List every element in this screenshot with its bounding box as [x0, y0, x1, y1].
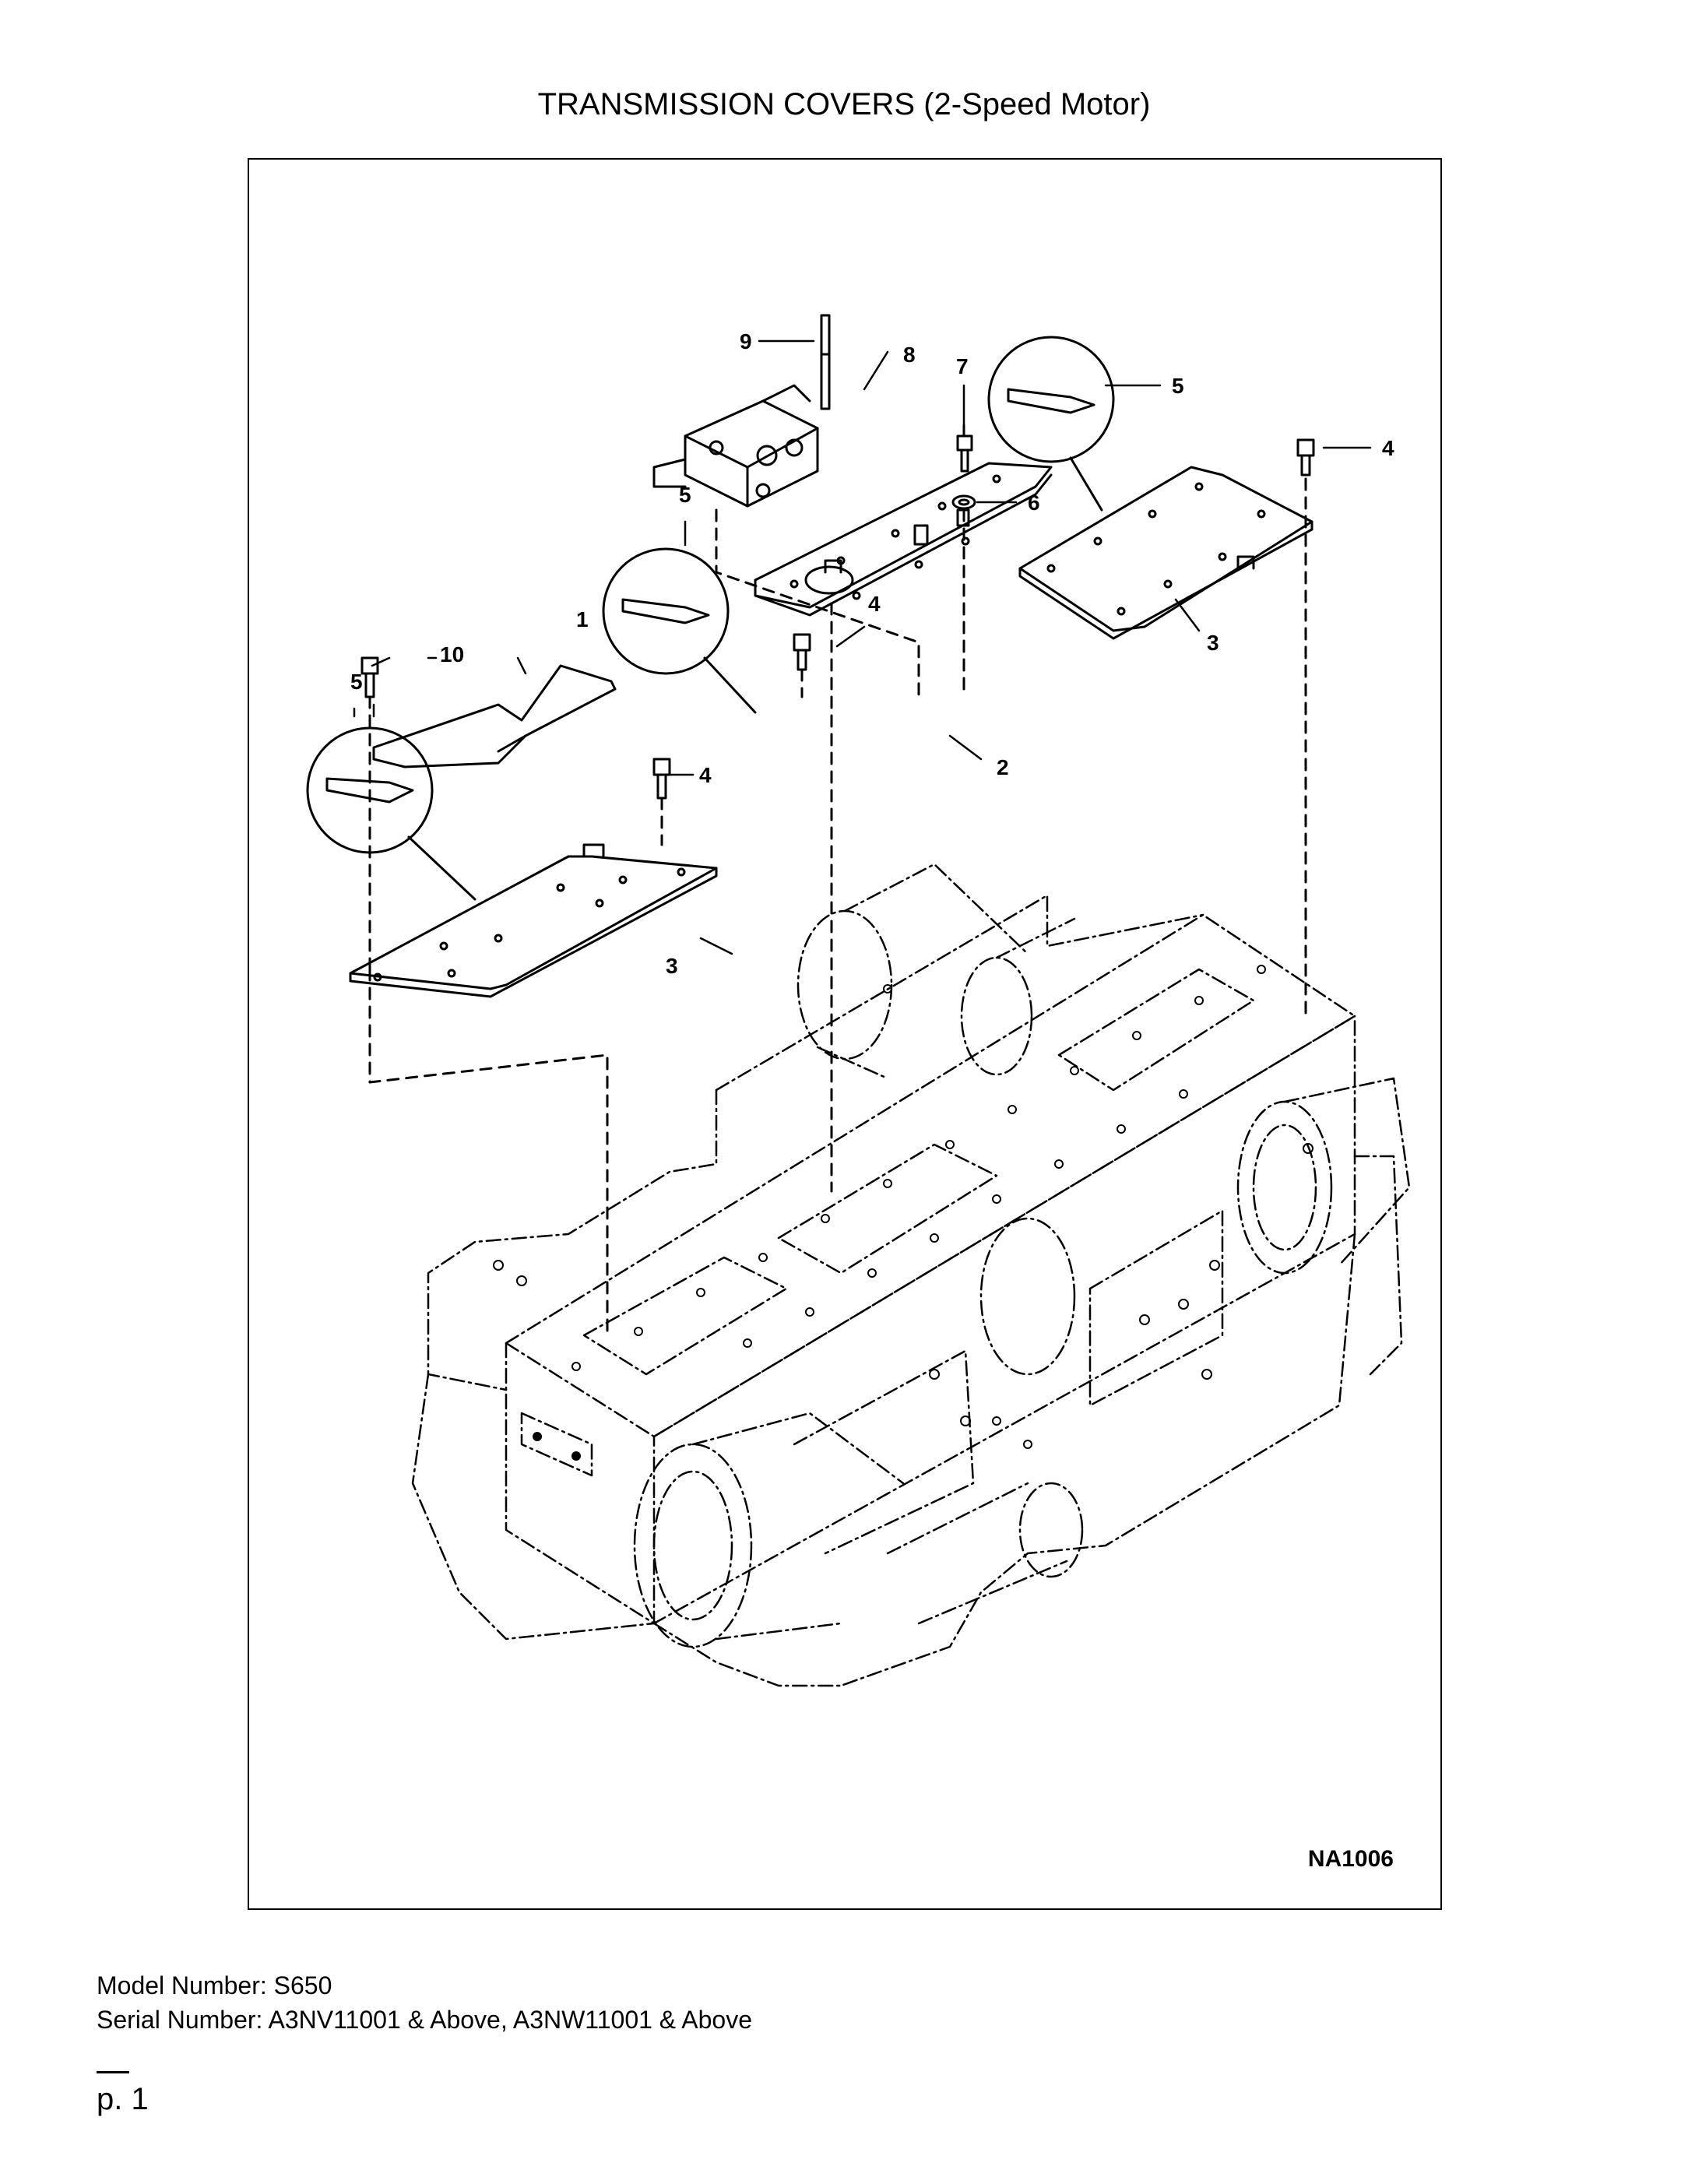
callout-4-center: 4: [868, 592, 881, 616]
page-number-rule: [97, 2071, 129, 2073]
callout-5-right: 5: [1172, 374, 1184, 398]
callout-3-left: 3: [666, 954, 678, 978]
callout-5-left: 5: [350, 670, 363, 694]
two-speed-valve: [652, 384, 819, 508]
bracket-plate: [372, 664, 617, 768]
assembly-lines: [368, 423, 1307, 1333]
sealant-tube-callouts: [306, 336, 1115, 901]
callout-1: 1: [576, 607, 589, 631]
callout-3-right: 3: [1207, 631, 1219, 655]
exploded-parts-diagram: 1 2 3 3 4 4 4 5 5 5 6 7 8 9 10: [306, 314, 1411, 1687]
callout-10: 10: [440, 642, 464, 666]
callout-5-center: 5: [679, 483, 691, 507]
callout-8: 8: [903, 343, 916, 367]
cover-plate-right: [1018, 466, 1313, 640]
leader-lines: [353, 339, 1372, 955]
callout-9: 9: [740, 329, 752, 353]
housing-bolt-holes: [493, 965, 1313, 1461]
callout-4-left: 4: [699, 763, 712, 787]
callout-numbers: 1 2 3 3 4 4 4 5 5 5 6 7 8 9 10: [350, 329, 1394, 978]
callout-4-right: 4: [1382, 436, 1394, 460]
document-metadata: Model Number: S650 Serial Number: A3NV11…: [97, 1968, 752, 2037]
callout-6: 6: [1028, 491, 1040, 515]
model-number: Model Number: S650: [97, 1971, 332, 1999]
callout-2: 2: [997, 755, 1009, 779]
page-title: TRANSMISSION COVERS (2-Speed Motor): [537, 87, 1151, 121]
serial-number: Serial Number: A3NV11001 & Above, A3NW11…: [97, 2006, 752, 2034]
transmission-housing: [411, 863, 1411, 1687]
bolts: [360, 314, 1315, 800]
cover-plate-center: [754, 462, 1053, 617]
cover-plate-left: [349, 843, 718, 998]
diagram-frame: 1 2 3 3 4 4 4 5 5 5 6 7 8 9 10 NA1006: [248, 158, 1442, 1910]
callout-7: 7: [956, 354, 969, 378]
figure-id: NA1006: [1307, 1846, 1394, 1872]
page-number: p. 1: [97, 2082, 149, 2116]
